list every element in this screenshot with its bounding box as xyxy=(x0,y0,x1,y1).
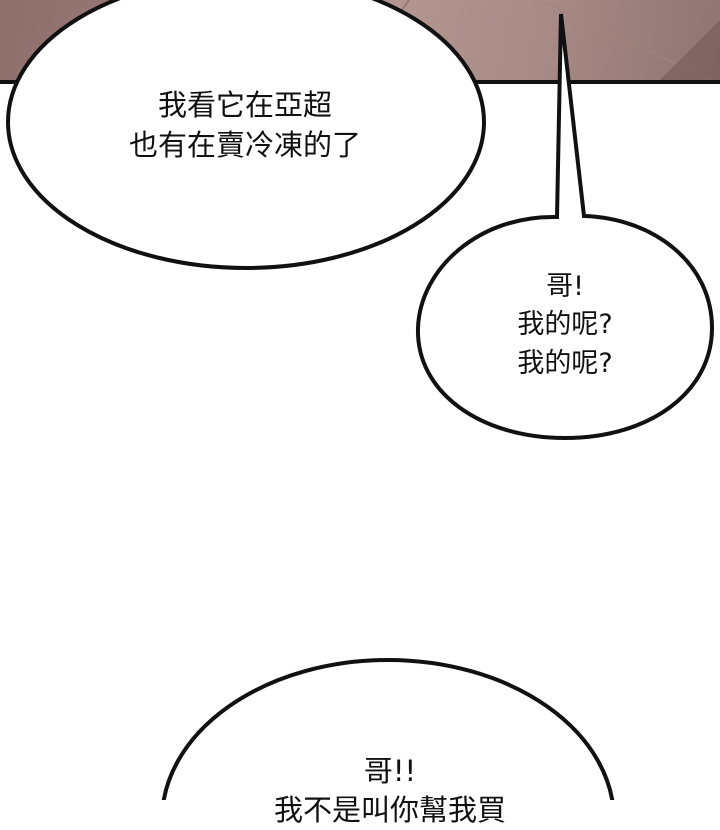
dialogue-line: 也有在賣冷凍的了 xyxy=(128,128,361,163)
speech-bubble-1 xyxy=(6,0,486,270)
dialogue-line: 我不是叫你幫我買 xyxy=(273,793,506,828)
speech-bubble-2-text: 哥! 我的呢? 我的呢? xyxy=(470,268,660,383)
corner-shadow xyxy=(660,20,720,80)
speech-bubble-3-text: 哥!! 我不是叫你幫我買 xyxy=(180,752,600,830)
speech-bubbles-layer xyxy=(6,0,715,800)
dialogue-line: 我的呢? xyxy=(517,347,613,379)
dialogue-line: 我的呢? xyxy=(517,309,613,341)
speech-bubble-1-text: 我看它在亞超 也有在賣冷凍的了 xyxy=(70,85,420,165)
dialogue-line: 哥!! xyxy=(363,754,417,788)
speech-bubble-3 xyxy=(161,658,615,800)
dialogue-line: 我看它在亞超 xyxy=(157,88,332,122)
dialogue-line: 哥! xyxy=(546,271,584,302)
speech-bubble-2 xyxy=(415,13,715,441)
